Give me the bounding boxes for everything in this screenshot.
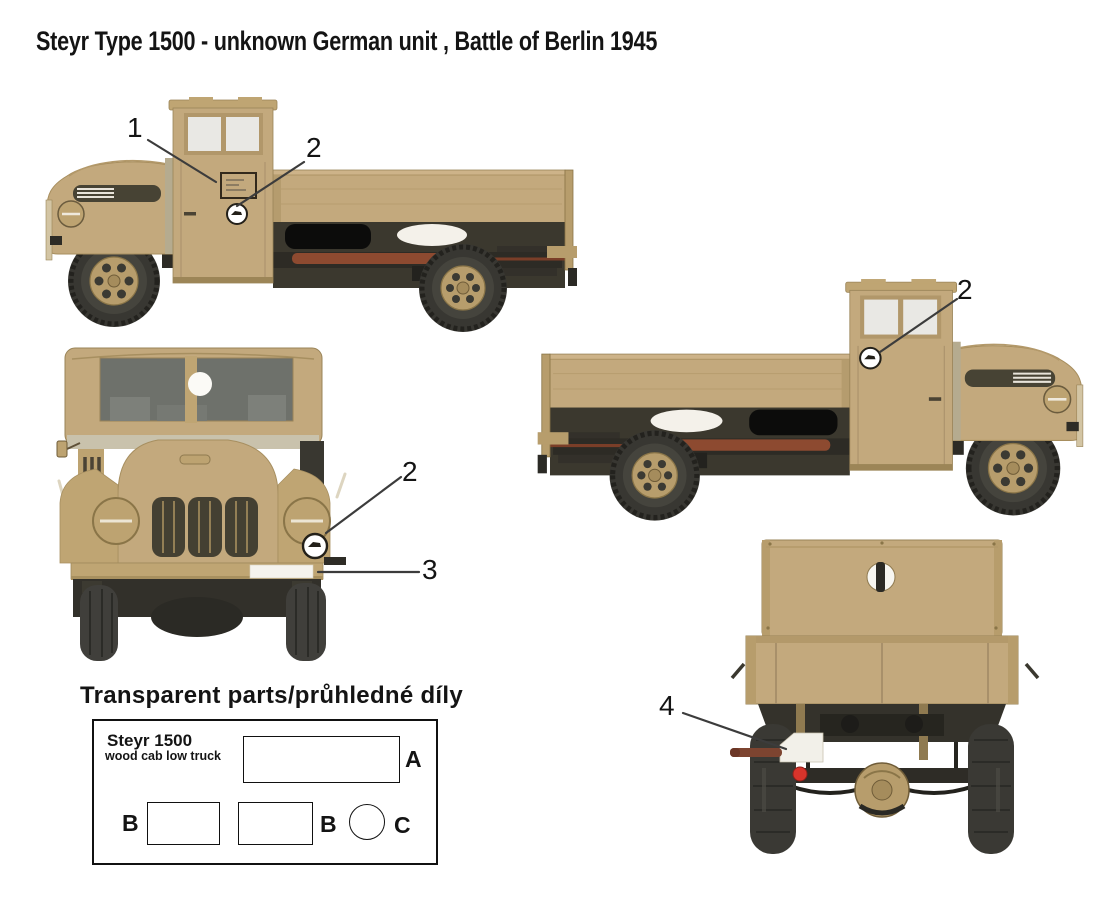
callout-label-1: 1 xyxy=(127,112,143,143)
windshield-disc-marking-icon xyxy=(188,372,212,396)
part-a-label: A xyxy=(405,746,422,772)
rear-window-icon xyxy=(866,562,896,592)
page-title-text: Steyr Type 1500 - unknown German unit , … xyxy=(36,26,658,56)
page-title: Steyr Type 1500 - unknown German unit , … xyxy=(36,26,812,57)
front-license-plate xyxy=(249,564,314,579)
taillight-icon xyxy=(792,766,808,782)
part-a-outline xyxy=(243,736,400,783)
part-c-label: C xyxy=(394,812,411,838)
door-stencil-decal-icon xyxy=(220,172,257,199)
rear-plate xyxy=(779,732,824,763)
part-b-left-label: B xyxy=(122,810,139,836)
part-b-right-label: B xyxy=(320,811,337,837)
callout-label-2b: 2 xyxy=(957,274,973,305)
part-b-right-outline xyxy=(238,802,313,845)
transparent-parts-heading: Transparent parts/průhledné díly xyxy=(80,682,464,709)
callout-label-3: 3 xyxy=(422,554,438,585)
part-b-left-outline xyxy=(147,802,220,845)
kit-name: Steyr 1500 xyxy=(107,731,193,750)
transparent-parts-box: Steyr 1500 wood cab low truck A B B C xyxy=(92,719,438,865)
truck-rear-view xyxy=(730,539,1040,854)
tow-bar xyxy=(730,748,782,757)
truck-front-view xyxy=(56,347,347,661)
tactical-marking-icon xyxy=(301,532,329,560)
callout-label-4: 4 xyxy=(659,690,675,721)
callout-label-2a: 2 xyxy=(306,132,322,163)
part-c-outline xyxy=(349,804,385,840)
callout-label-2c: 2 xyxy=(402,456,418,487)
kit-subtitle: wood cab low truck xyxy=(105,749,221,763)
truck-left-side-view xyxy=(42,96,602,346)
